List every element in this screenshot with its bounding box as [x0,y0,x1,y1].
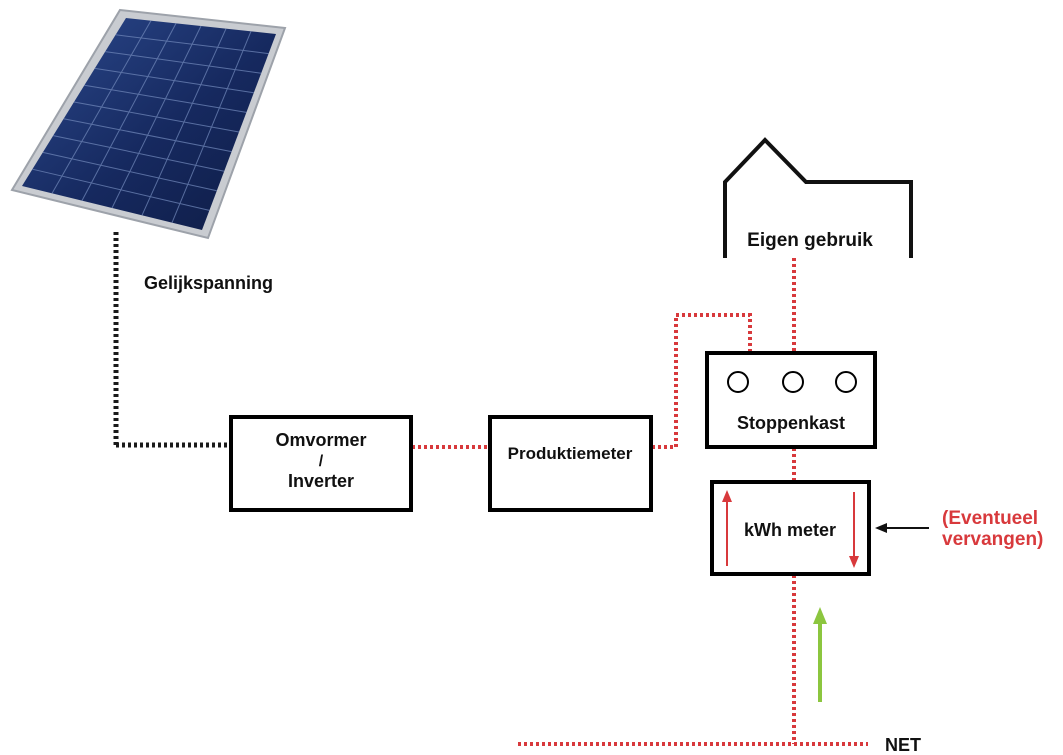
kwh-meter-box [710,480,871,576]
eventueel-label: (Eventueel [942,508,1038,529]
fuse-circle-icon [835,371,857,393]
green-arrow-icon [813,607,827,702]
vervangen-label: vervangen) [942,529,1043,550]
kwh-meter-label: kWh meter [744,520,836,540]
omvormer-slash: / [319,453,324,470]
eigen-gebruik-label: Eigen gebruik [747,230,873,251]
produktiemeter-label: Produktiemeter [508,444,633,463]
stoppenkast-box [705,351,877,449]
pointer-arrow-icon [875,523,929,533]
fuse-circle-icon [782,371,804,393]
omvormer-box [229,415,413,512]
inverter-label: Inverter [288,471,354,491]
house-roof-icon [723,137,913,258]
ac-lines [412,258,868,746]
dc-line [113,232,230,448]
omvormer-label: Omvormer [275,430,366,450]
gelijkspanning-label: Gelijkspanning [144,273,273,293]
produktiemeter-box [488,415,653,512]
net-label: NET [885,735,921,755]
solar-panel-icon [10,8,287,240]
kwh-arrows [722,490,859,568]
stoppenkast-label: Stoppenkast [737,413,845,433]
fuse-circle-icon [727,371,749,393]
